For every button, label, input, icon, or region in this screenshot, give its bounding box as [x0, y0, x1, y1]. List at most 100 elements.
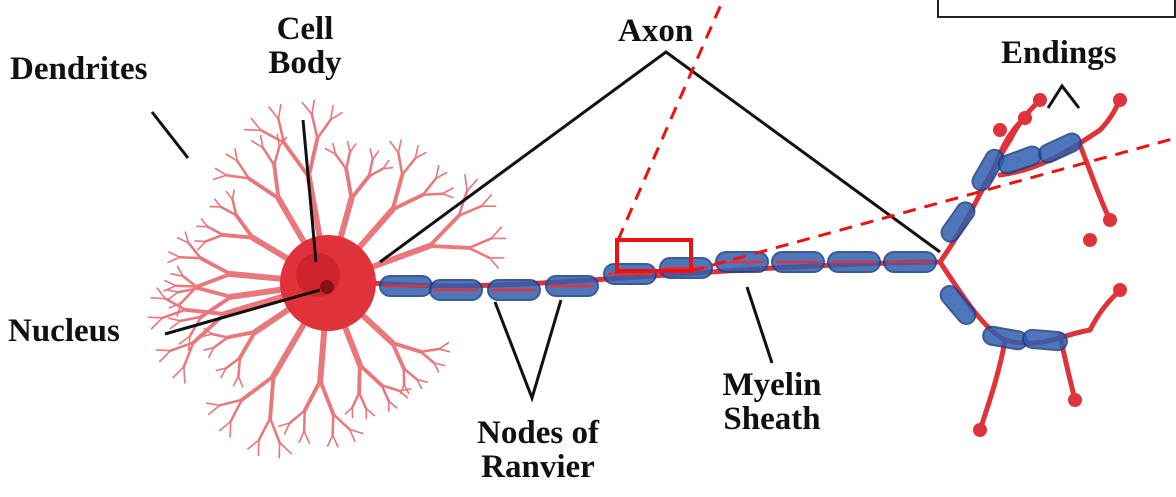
dendrite-branch [245, 130, 261, 131]
dendrite-branch [354, 209, 392, 253]
dendrite-branch [214, 337, 228, 347]
dendrite-branch [248, 440, 259, 449]
dendrite-branch [212, 334, 228, 337]
dendrite-branch [209, 405, 220, 414]
dendrite-branch [169, 252, 180, 257]
dendrite-branch [168, 292, 178, 300]
dendrite-branch [465, 175, 467, 191]
dendrite-branch [208, 227, 223, 235]
terminal-bouton [1113, 283, 1127, 297]
dendrite-branch [180, 336, 190, 344]
dendrite-branch [234, 376, 239, 385]
dendrite-branch [389, 401, 397, 408]
dendrite-branch [348, 142, 350, 152]
dendrite-branch [442, 194, 453, 198]
dendrite-branch [206, 235, 223, 241]
label-cell-body: CellBody [255, 12, 355, 80]
dendrite-branch [220, 422, 231, 431]
label-nucleus: Nucleus [8, 314, 120, 348]
dendrite-branch [421, 352, 434, 363]
terminal-bouton [1033, 93, 1047, 107]
dendrite-branch [442, 188, 453, 194]
dendrite-branch [223, 235, 253, 238]
dendrite-branch [269, 107, 279, 119]
dendrite-branch [402, 158, 415, 174]
dendrite-branch [404, 368, 417, 379]
dendrite-branch [439, 349, 449, 352]
dendrite-branch [274, 165, 278, 198]
label-endings: Endings [1001, 36, 1117, 70]
dendrite-branch [429, 216, 458, 246]
dendrite-branch [302, 103, 312, 115]
dendrite-branch [429, 246, 468, 248]
dendrite-branch [328, 435, 333, 446]
dendrite-branch [213, 175, 226, 179]
dendrite-branch [270, 376, 273, 418]
dendrite-branch [333, 414, 349, 429]
dendrite-branch [421, 349, 439, 352]
dendrite-branch [263, 148, 274, 165]
dendrite-branch [270, 418, 279, 442]
label-axon: Axon [618, 14, 693, 48]
dendrite-branch [242, 376, 274, 400]
dendrite-branch [173, 367, 184, 378]
dendrite-branch [401, 385, 404, 394]
dendrite-branch [423, 194, 442, 195]
terminal-branch [980, 340, 1005, 430]
dendrite-branch [360, 365, 382, 385]
dendrite-branch [383, 168, 392, 169]
dendrite-branch [423, 178, 436, 194]
dendrite-branch [180, 257, 201, 258]
dendrite-branch [188, 243, 200, 258]
dendrite-branch [352, 176, 369, 198]
inset-frame [937, 0, 1176, 18]
dendrite-branch [169, 318, 181, 321]
dendrite-branch [299, 431, 304, 442]
cell-body-shape [280, 235, 376, 331]
terminal-myelin [1022, 329, 1067, 351]
dendrite-branch [274, 146, 279, 165]
dendrite-branch [278, 105, 280, 119]
dendrite-branch [312, 100, 314, 114]
dendrite-branch [168, 257, 180, 262]
dendrite-branch [197, 274, 231, 287]
dendrite-branch [201, 219, 207, 227]
dendrite-branch [469, 238, 492, 248]
dendrite-branch [207, 403, 220, 405]
dendrite-branch [226, 358, 240, 368]
dendrite-branch [469, 248, 490, 258]
dendrite-branch [370, 149, 372, 159]
dendrite-branch [366, 409, 374, 416]
dendrite-branch [152, 318, 163, 329]
dendrite-branch [201, 258, 231, 274]
nodes-leader [495, 300, 561, 398]
dendrite-branch [346, 169, 351, 198]
dendrite-branch [238, 376, 242, 387]
dendrite-branch [390, 142, 398, 153]
dendrite-branch [249, 178, 279, 198]
dendrite-branch [148, 317, 162, 318]
dendrite-branch [280, 443, 292, 454]
terminal-bouton [1113, 93, 1127, 107]
terminal-bouton [1068, 393, 1082, 407]
dendrite-branch [491, 227, 501, 238]
dendrite-branch [320, 323, 325, 381]
terminal-bouton [1018, 111, 1032, 125]
dendrite-branch [233, 190, 235, 199]
dendrite-branch [227, 175, 249, 178]
dendrite-branch [467, 180, 477, 191]
dendrite-branch [312, 114, 318, 138]
dendrite-branch [373, 151, 379, 159]
dendrite-branch [157, 288, 165, 298]
dendrite-branch [309, 138, 318, 176]
dendrite-branch [198, 288, 231, 297]
dendrite-branch [259, 418, 270, 440]
dendrite-branch [185, 310, 224, 314]
terminal-bouton [973, 423, 987, 437]
dendrite-branch [304, 431, 309, 443]
label-dendrites: Dendrites [10, 52, 147, 86]
dendrite-branch [359, 365, 360, 393]
terminal-bouton [993, 123, 1007, 137]
dendrite-branch [215, 199, 221, 207]
